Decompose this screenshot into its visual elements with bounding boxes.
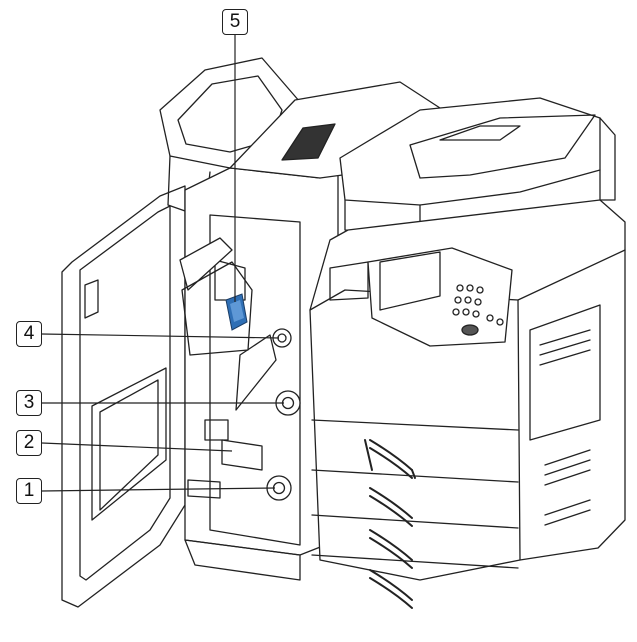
callout-2: 2 — [16, 430, 42, 456]
callout-5: 5 — [222, 9, 248, 35]
callout-3: 3 — [16, 390, 42, 416]
paper-trays — [311, 419, 519, 569]
toner-cartridge-icon — [225, 293, 248, 331]
finisher-body — [179, 167, 339, 581]
callout-1: 1 — [16, 478, 42, 504]
side-panel — [529, 304, 601, 526]
tray-handles — [364, 439, 416, 609]
front-door — [61, 185, 186, 608]
document-feeder — [339, 97, 616, 237]
control-panel — [367, 247, 513, 347]
callout-4: 4 — [16, 321, 42, 347]
leader-lines — [41, 35, 284, 492]
